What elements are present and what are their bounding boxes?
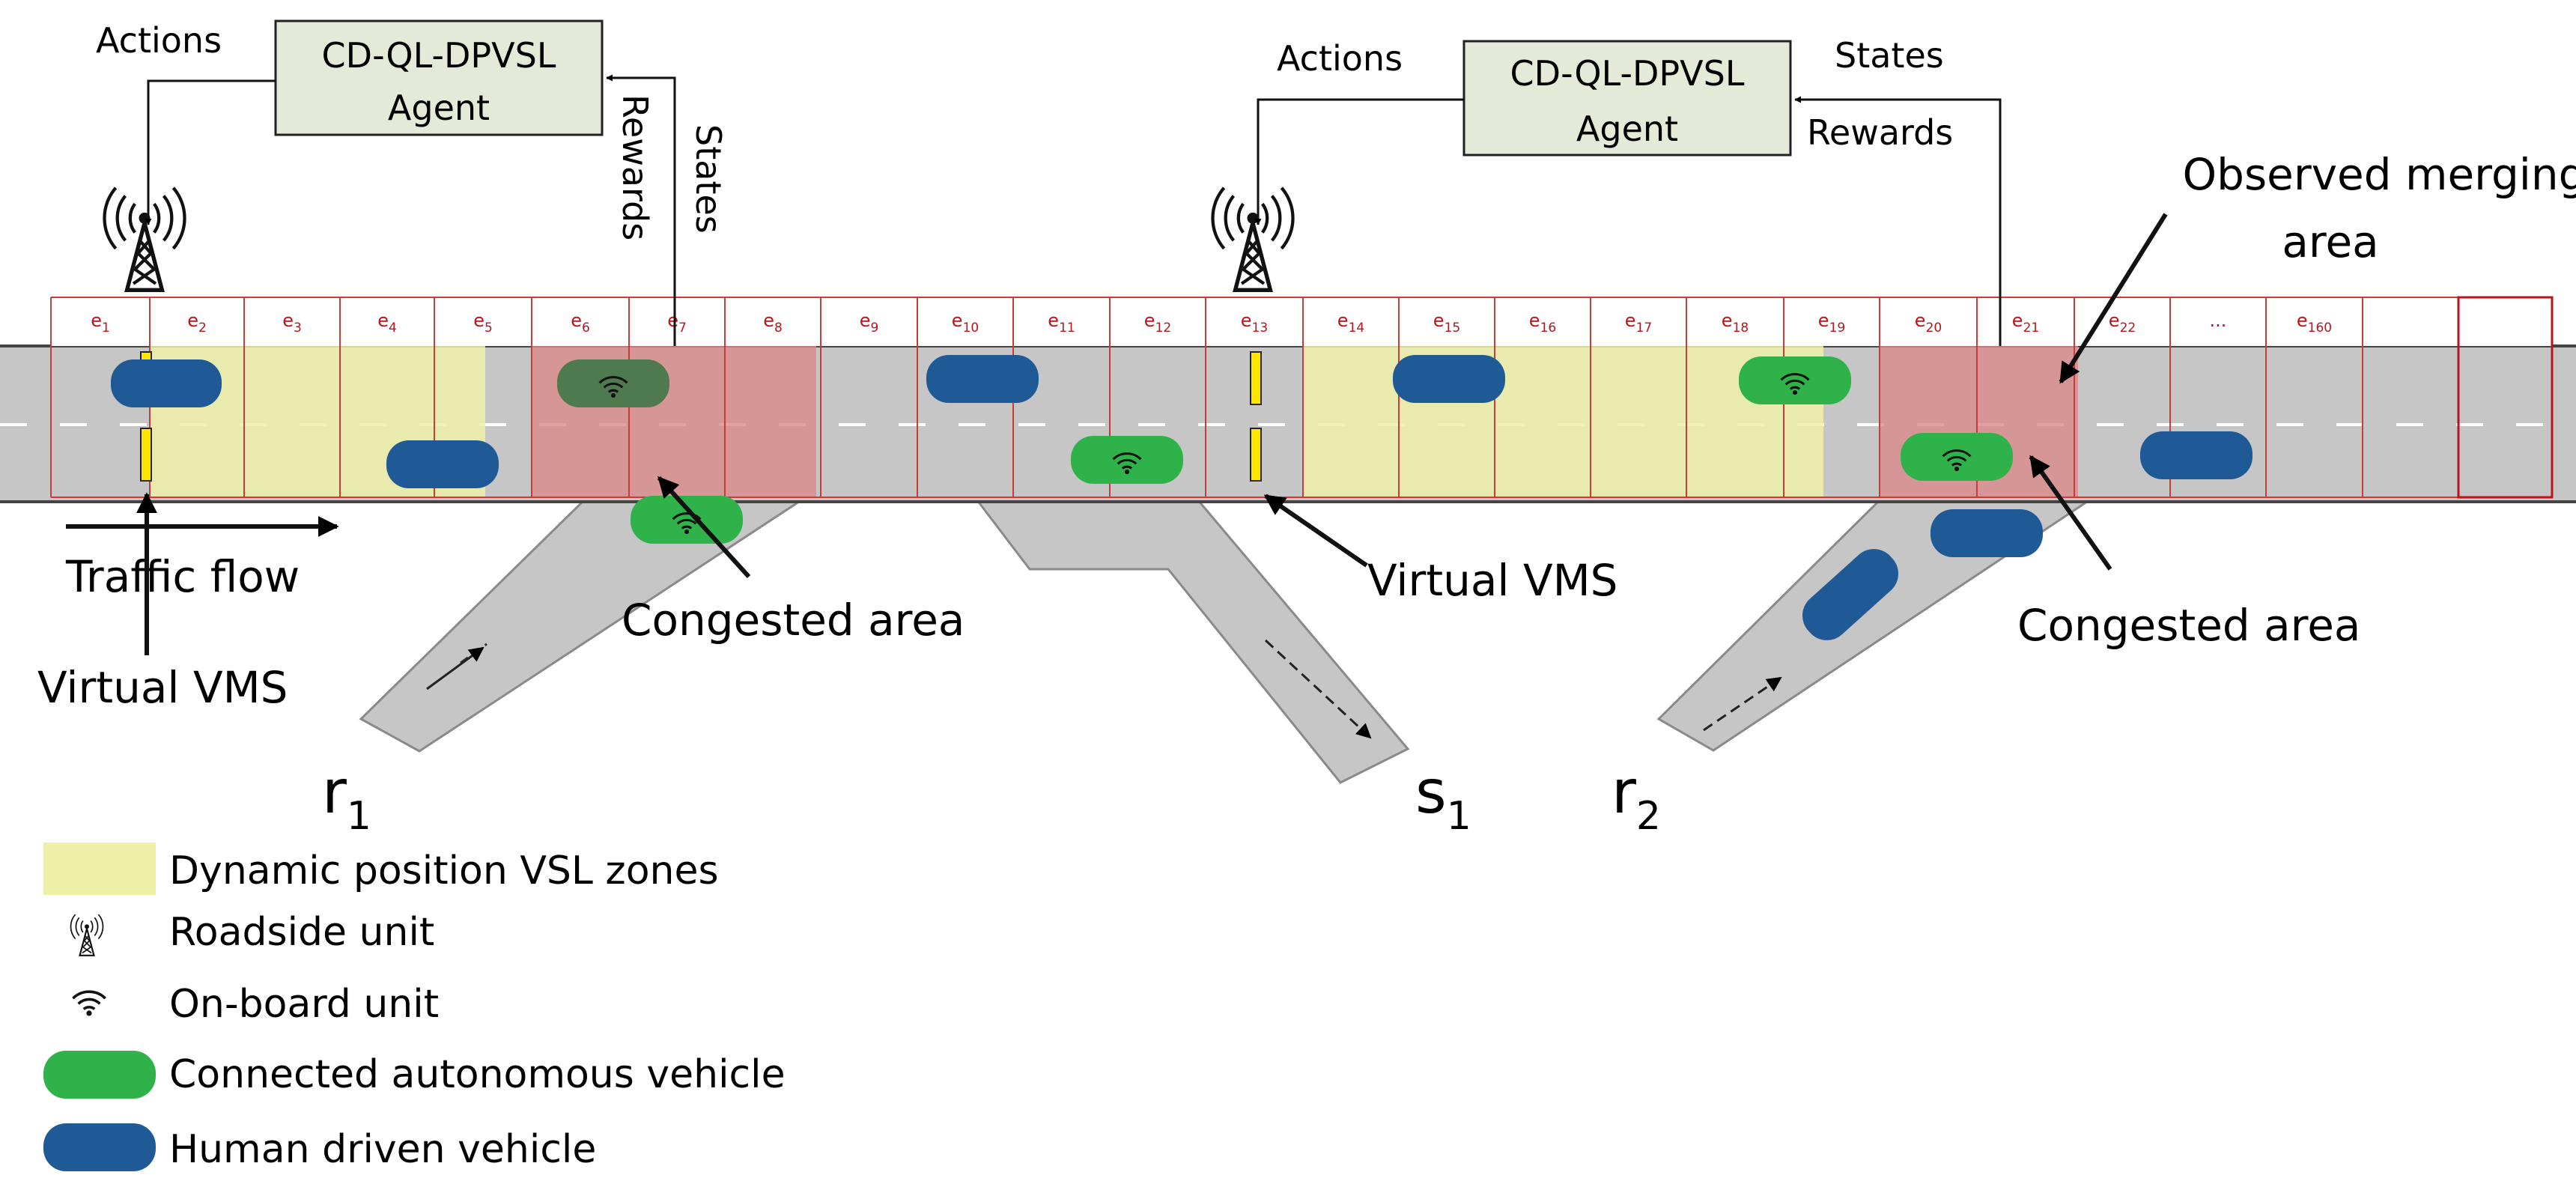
agent-subtitle: Agent (1576, 109, 1678, 149)
states-label: States (688, 124, 729, 234)
roadside-unit-icon (70, 913, 104, 957)
segment-label: e160 (2297, 310, 2332, 336)
ramp-label-r2: r2 (1611, 757, 1661, 839)
segment-label: e3 (282, 310, 302, 336)
annotations: Traffic flow Virtual VMS Virtual VMS Con… (37, 149, 2576, 713)
human-vehicle (1393, 355, 1505, 403)
connected-vehicle (1071, 436, 1183, 484)
segment-label: e8 (763, 310, 783, 336)
connected-vehicle (1901, 433, 2013, 481)
segment-label: e5 (473, 310, 493, 336)
agent-box (1462, 40, 1792, 157)
actions-arrow (145, 79, 276, 225)
virtual-vms-2-label: Virtual VMS (1367, 555, 1618, 606)
rewards-label: Rewards (1807, 112, 1953, 153)
human-vehicle-icon (43, 1123, 156, 1171)
congested-area-2-label: Congested area (2017, 600, 2360, 651)
traffic-flow-label: Traffic flow (65, 551, 300, 602)
roadside-unit-icon (1212, 188, 1292, 291)
connected-vehicle-icon (43, 1051, 156, 1099)
actions-label: Actions (96, 20, 222, 61)
segment-label: e15 (1433, 310, 1460, 336)
agent-subtitle: Agent (388, 88, 490, 128)
on-board-unit-icon (71, 990, 107, 1017)
connected-vehicle (1739, 356, 1851, 404)
segment-label: e20 (1915, 310, 1942, 336)
segment-label: e17 (1625, 310, 1652, 336)
human-vehicle (1931, 509, 2043, 557)
legend-label: Connected autonomous vehicle (169, 1052, 786, 1097)
vsl-zone-2 (1303, 346, 1823, 497)
observed-merging-label: Observed merging (2183, 149, 2576, 200)
segment-label: e13 (1241, 310, 1268, 336)
congested-area-2-arrow (2029, 455, 2112, 571)
human-vehicle (926, 355, 1039, 403)
human-vehicle (111, 359, 222, 407)
congested-area-1-arrow (657, 476, 751, 579)
virtual-vms-marker-2 (1250, 351, 1262, 482)
observed-merging-label-line2: area (2282, 216, 2378, 267)
vehicles (111, 355, 2253, 640)
segment-label: e16 (1529, 310, 1556, 336)
actions-arrow (1254, 98, 1464, 225)
segment-label: e1 (91, 310, 110, 336)
segment-cell-last (2457, 296, 2554, 499)
human-vehicle (386, 440, 499, 488)
segment-label: e19 (1818, 310, 1845, 336)
roadside-unit-icon (104, 188, 184, 291)
legend-label: On-board unit (169, 982, 439, 1027)
segment-label: e9 (860, 310, 879, 336)
legend-label: Human driven vehicle (169, 1127, 596, 1172)
virtual-vms-1-label: Virtual VMS (37, 662, 288, 713)
segment-label: e21 (2012, 310, 2039, 336)
states-rewards-arrow (1794, 96, 2002, 346)
segment-label: ... (2210, 310, 2227, 331)
segment-label: e12 (1144, 310, 1171, 336)
observed-merging-arrow (2059, 213, 2168, 384)
legend-label: Roadside unit (169, 910, 434, 955)
segment-label: e22 (2109, 310, 2136, 336)
virtual-vms-2-arrow (1263, 494, 1368, 568)
states-rewards-arrow (606, 74, 676, 346)
congested-area-1-label: Congested area (622, 595, 965, 646)
rewards-label: Rewards (615, 94, 655, 240)
states-label: States (1835, 35, 1944, 76)
human-vehicle (2140, 431, 2253, 479)
segment-label: e2 (187, 310, 207, 336)
segment-label: e11 (1048, 310, 1075, 336)
ramp-label-s1: s1 (1415, 757, 1471, 839)
segment-header-band (51, 297, 2552, 346)
ramp-label-r1: r1 (322, 757, 371, 839)
off-ramp-s1 (974, 499, 1410, 784)
agent-2: CD-QL-DPVSL Agent Actions States Rewards (1254, 35, 2002, 346)
segment-label: e4 (377, 310, 397, 336)
ramp-s1-arrow (1264, 639, 1372, 739)
segment-label: e14 (1337, 310, 1364, 336)
agent-title: CD-QL-DPVSL (1510, 53, 1745, 94)
vsl-zone-swatch (43, 843, 156, 895)
segment-label: e10 (952, 310, 979, 336)
segment-label: e18 (1722, 310, 1749, 336)
agent-1: CD-QL-DPVSL Agent Actions Rewards States (96, 19, 729, 346)
human-vehicle (1802, 549, 1899, 640)
segment-label: e6 (571, 310, 590, 336)
agent-title: CD-QL-DPVSL (322, 35, 556, 76)
connected-vehicle (557, 359, 669, 407)
connected-vehicle (631, 496, 743, 544)
actions-label: Actions (1277, 38, 1403, 79)
legend: Dynamic position VSL zones Roadside unit… (43, 843, 786, 1172)
ramp-r1-arrow (426, 646, 484, 690)
legend-label: Dynamic position VSL zones (169, 849, 719, 893)
agent-box (274, 19, 604, 136)
